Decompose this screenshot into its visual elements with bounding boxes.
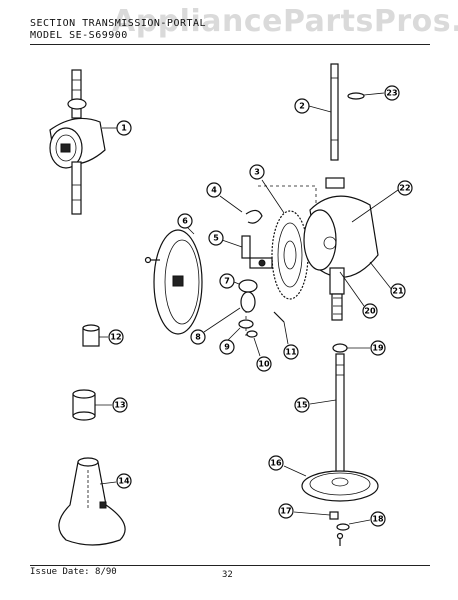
part-9-washer: [227, 319, 254, 341]
part-15-shaft: [309, 353, 345, 475]
callout-5: 5: [208, 230, 224, 246]
svg-text:10: 10: [258, 360, 270, 369]
part-10-washer: [246, 330, 261, 357]
svg-text:6: 6: [182, 217, 188, 226]
svg-text:15: 15: [296, 401, 308, 410]
callout-2: 2: [294, 98, 310, 114]
callout-7: 7: [219, 273, 235, 289]
callout-19: 19: [370, 340, 386, 356]
part-3-gear: [261, 179, 309, 300]
svg-text:2: 2: [299, 102, 305, 111]
svg-text:5: 5: [213, 234, 219, 243]
watermark: AppliancePartsPros.com: [112, 4, 458, 39]
part-11-pin: [273, 311, 289, 345]
callout-13: 13: [112, 397, 128, 413]
svg-text:9: 9: [224, 343, 230, 352]
svg-text:21: 21: [392, 287, 404, 296]
part-23-ring: [347, 92, 385, 100]
callout-8: 8: [190, 329, 206, 345]
footer-rule: [30, 565, 430, 566]
svg-text:11: 11: [285, 348, 297, 357]
part-bolt: [336, 532, 344, 546]
model-title: MODEL SE-S69900: [30, 30, 128, 41]
part-8-gear: [203, 291, 256, 333]
part-1-transmission-assembly: [49, 69, 118, 215]
svg-text:19: 19: [372, 344, 384, 353]
issue-date: Issue Date: 8/90: [30, 567, 117, 577]
part-14-agitator-base: [58, 457, 126, 546]
svg-text:23: 23: [386, 89, 397, 98]
svg-text:13: 13: [114, 401, 125, 410]
svg-text:22: 22: [399, 184, 410, 193]
part-6-cover: [144, 225, 203, 335]
header-rule: [30, 44, 430, 45]
part-18-washer: [336, 519, 371, 531]
svg-text:12: 12: [110, 333, 121, 342]
part-13-bearing: [72, 389, 112, 421]
callout-6: 6: [177, 213, 193, 229]
callout-23: 23: [384, 85, 400, 101]
svg-text:20: 20: [364, 307, 376, 316]
svg-text:3: 3: [254, 168, 260, 177]
page-number: 32: [222, 570, 233, 580]
section-title: SECTION TRANSMISSION-PORTAL: [30, 18, 207, 29]
part-12-bushing: [82, 324, 108, 347]
callout-16: 16: [268, 455, 284, 471]
svg-text:8: 8: [195, 333, 201, 342]
svg-text:18: 18: [372, 515, 384, 524]
svg-text:7: 7: [224, 277, 230, 286]
svg-text:4: 4: [211, 186, 217, 195]
callout-14: 14: [116, 473, 132, 489]
part-19-seal: [332, 343, 370, 353]
transmission-housing: [303, 177, 399, 321]
callout-15: 15: [294, 397, 310, 413]
svg-text:16: 16: [270, 459, 282, 468]
svg-text:17: 17: [280, 507, 291, 516]
part-16-pulley: [283, 465, 379, 502]
callout-21: 21: [390, 283, 406, 299]
callout-11: 11: [283, 344, 299, 360]
callout-20: 20: [362, 303, 378, 319]
svg-text:14: 14: [118, 477, 130, 486]
svg-text:1: 1: [121, 124, 127, 133]
part-5-pinion: [221, 235, 273, 269]
callout-18: 18: [370, 511, 386, 527]
callout-9: 9: [219, 339, 235, 355]
part-17-nut: [293, 511, 339, 520]
part-7-gear: [233, 279, 258, 293]
part-4-clip: [219, 195, 263, 224]
callout-10: 10: [256, 356, 272, 372]
callout-22: 22: [397, 180, 413, 196]
callout-17: 17: [278, 503, 294, 519]
callout-12: 12: [108, 329, 124, 345]
part-2-shaft: [308, 63, 339, 161]
callout-1: 1: [116, 120, 132, 136]
callout-4: 4: [206, 182, 222, 198]
callout-3: 3: [249, 164, 265, 180]
